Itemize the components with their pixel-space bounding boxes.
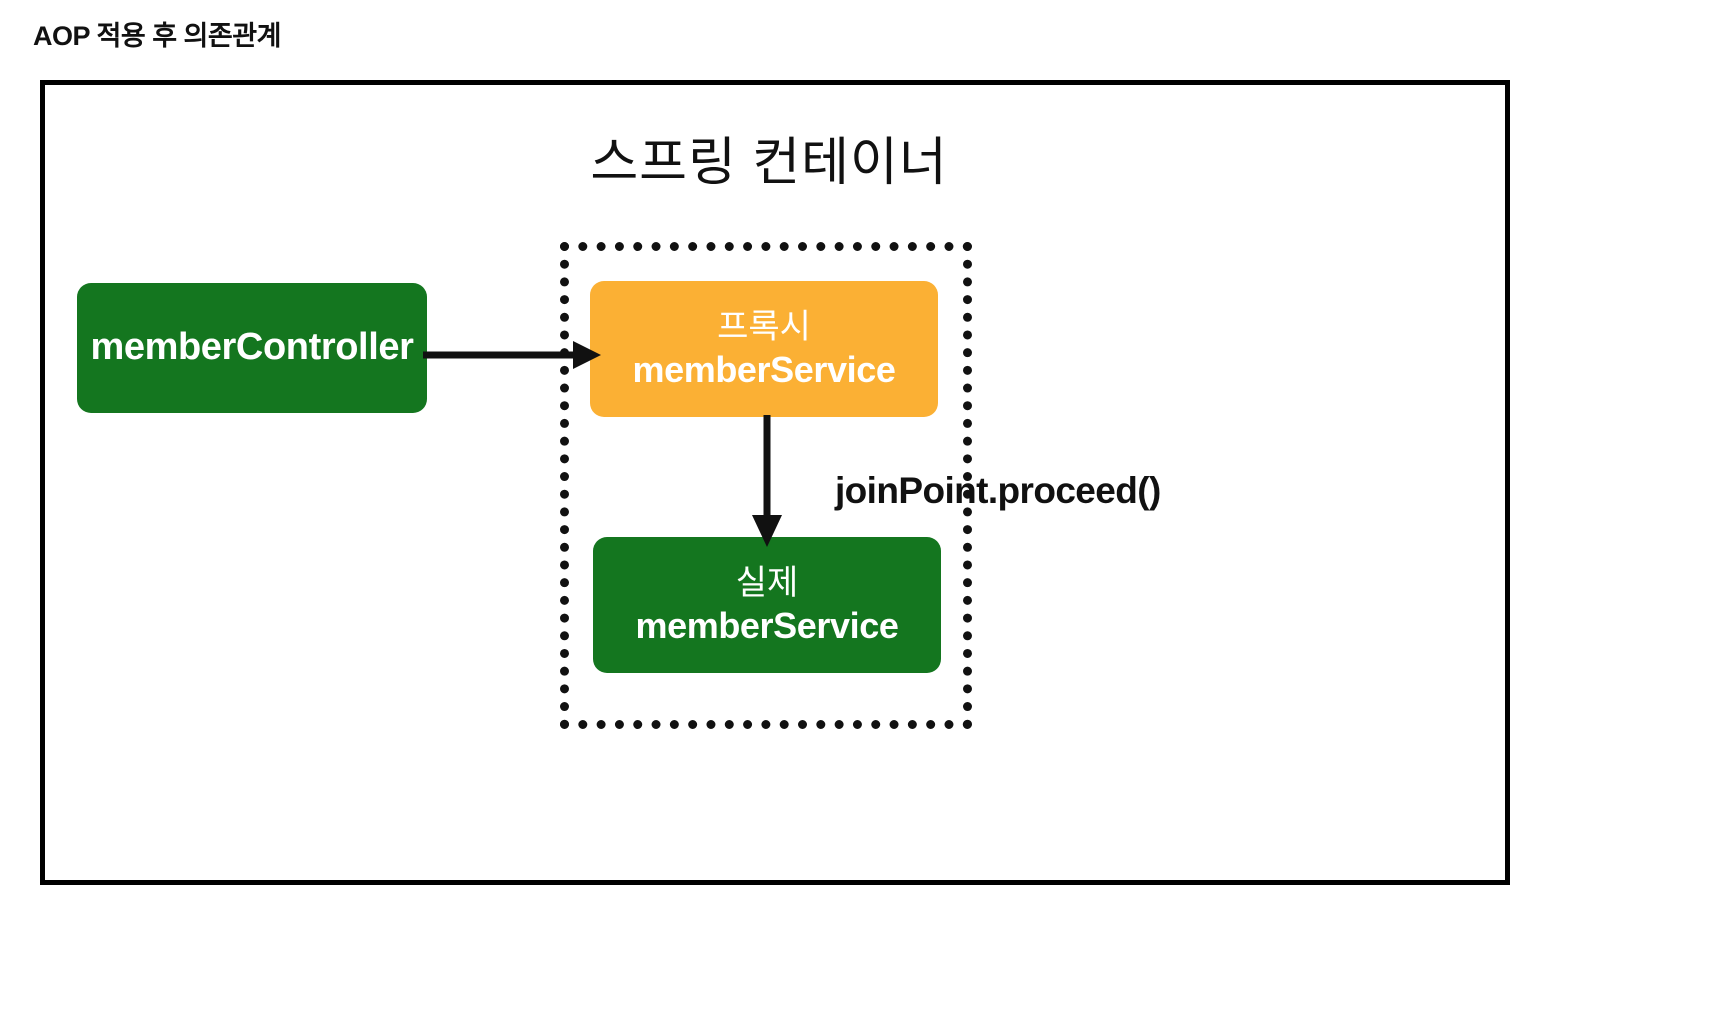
node-member-controller: memberController	[77, 283, 427, 413]
diagram-frame: 스프링 컨테이너 memberController 프록시 memberServ…	[40, 80, 1510, 885]
page-title: AOP 적용 후 의존관계	[33, 21, 281, 51]
spring-container-label: 스프링 컨테이너	[45, 120, 1505, 195]
node-real-name-label: memberService	[635, 604, 899, 646]
joinpoint-proceed-annotation: joinPoint.proceed()	[835, 470, 1161, 511]
spring-container-label-text: 스프링 컨테이너	[590, 134, 948, 192]
node-proxy-name-label: memberService	[632, 348, 896, 390]
proxy-boundary-dotted-box	[560, 242, 972, 729]
node-proxy-kind-label: 프록시	[717, 308, 811, 347]
node-member-controller-label: memberController	[90, 326, 414, 369]
node-proxy-member-service: 프록시 memberService	[590, 281, 938, 417]
node-real-kind-label: 실제	[735, 564, 799, 603]
node-real-member-service: 실제 memberService	[593, 537, 941, 673]
